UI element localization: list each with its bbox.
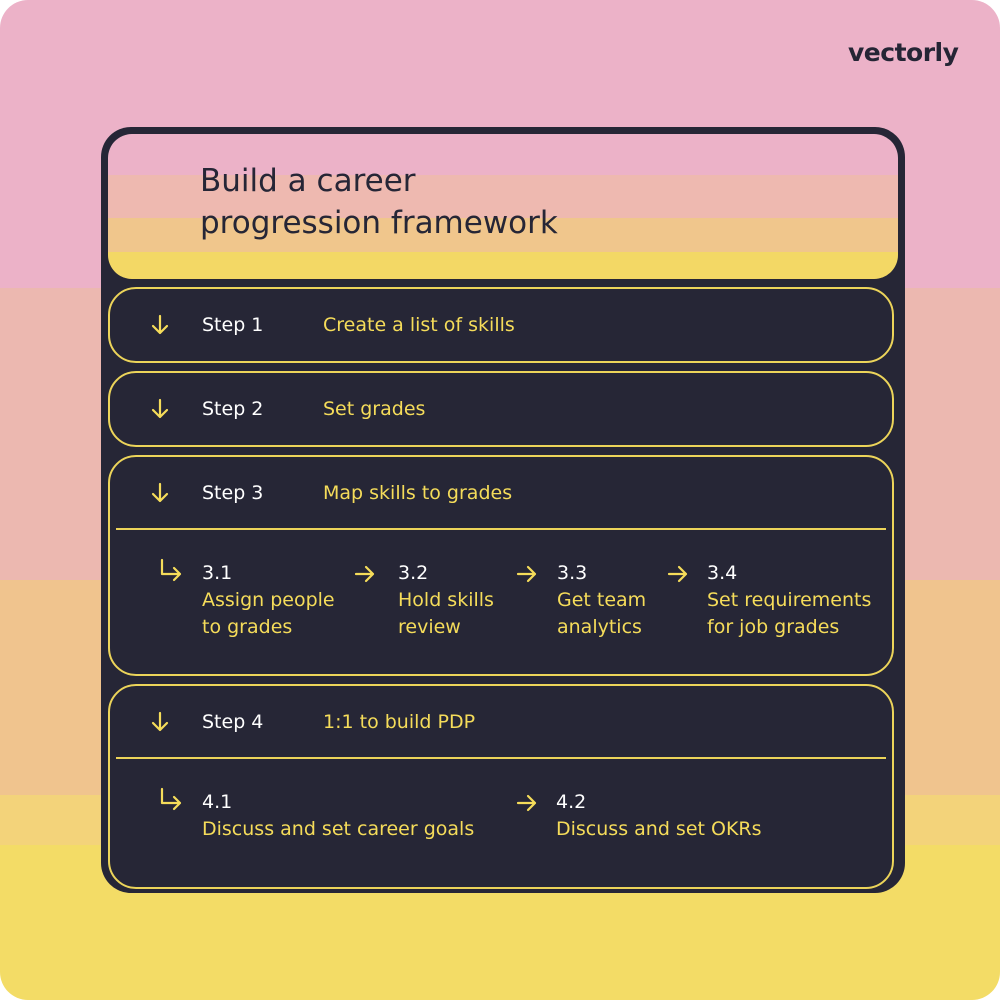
step-title: Create a list of skills (323, 314, 515, 336)
substep-text-line-1: Assign people (202, 589, 335, 611)
substep-text-line-1: Discuss and set career goals (202, 818, 475, 840)
step-divider (116, 528, 886, 530)
substep-3-2: 3.2 Hold skills review (398, 560, 494, 641)
step-title: Set grades (323, 398, 426, 420)
corner-down-right-icon (160, 787, 182, 811)
arrow-right-icon (354, 565, 375, 583)
step-label: Step 4 (202, 711, 264, 733)
vectorly-logo: vectorly (848, 38, 959, 67)
substep-4-2: 4.2 Discuss and set OKRs (556, 789, 762, 843)
substep-text-line-2: for job grades (707, 616, 840, 638)
substep-text-line-1: Hold skills (398, 589, 494, 611)
corner-down-right-icon (160, 558, 182, 582)
step-4-card: Step 4 1:1 to build PDP 4.1 Discuss and … (108, 684, 894, 889)
substep-number: 4.1 (202, 791, 233, 813)
arrow-down-icon (151, 398, 169, 419)
substep-text-line-1: Get team (557, 589, 647, 611)
substep-3-1: 3.1 Assign people to grades (202, 560, 335, 641)
substep-text-line-2: to grades (202, 616, 293, 638)
substep-text-line-2: analytics (557, 616, 642, 638)
step-2-card: Step 2 Set grades (108, 371, 894, 447)
substep-text-line-1: Set requirements (707, 589, 872, 611)
step-divider (116, 757, 886, 759)
substep-number: 3.4 (707, 562, 738, 584)
step-title: 1:1 to build PDP (323, 711, 476, 733)
title-line-2: progression framework (200, 205, 558, 241)
substep-number: 3.2 (398, 562, 429, 584)
step-4-row: Step 4 1:1 to build PDP (110, 686, 892, 758)
arrow-right-icon (516, 565, 537, 583)
step-1-row: Step 1 Create a list of skills (110, 289, 892, 361)
title-header: Build a career progression framework (108, 134, 898, 279)
step-label: Step 1 (202, 314, 264, 336)
substep-text-line-2: review (398, 616, 461, 638)
page-title: Build a career progression framework (200, 160, 800, 244)
substep-4-1: 4.1 Discuss and set career goals (202, 789, 474, 843)
step-label: Step 3 (202, 482, 264, 504)
step-title: Map skills to grades (323, 482, 513, 504)
substep-3-3: 3.3 Get team analytics (557, 560, 646, 641)
step-label: Step 2 (202, 398, 264, 420)
arrow-right-icon (667, 565, 688, 583)
substep-text-line-1: Discuss and set OKRs (556, 818, 762, 840)
title-line-1: Build a career (200, 163, 416, 199)
arrow-down-icon (151, 711, 169, 732)
substep-number: 4.2 (556, 791, 587, 813)
substep-3-4: 3.4 Set requirements for job grades (707, 560, 871, 641)
step-3-row: Step 3 Map skills to grades (110, 457, 892, 529)
arrow-right-icon (516, 794, 537, 812)
step-2-row: Step 2 Set grades (110, 373, 892, 445)
substep-number: 3.3 (557, 562, 588, 584)
arrow-down-icon (151, 482, 169, 503)
arrow-down-icon (151, 314, 169, 335)
substep-number: 3.1 (202, 562, 233, 584)
step-3-card: Step 3 Map skills to grades 3.1 Assign p… (108, 455, 894, 676)
step-1-card: Step 1 Create a list of skills (108, 287, 894, 363)
